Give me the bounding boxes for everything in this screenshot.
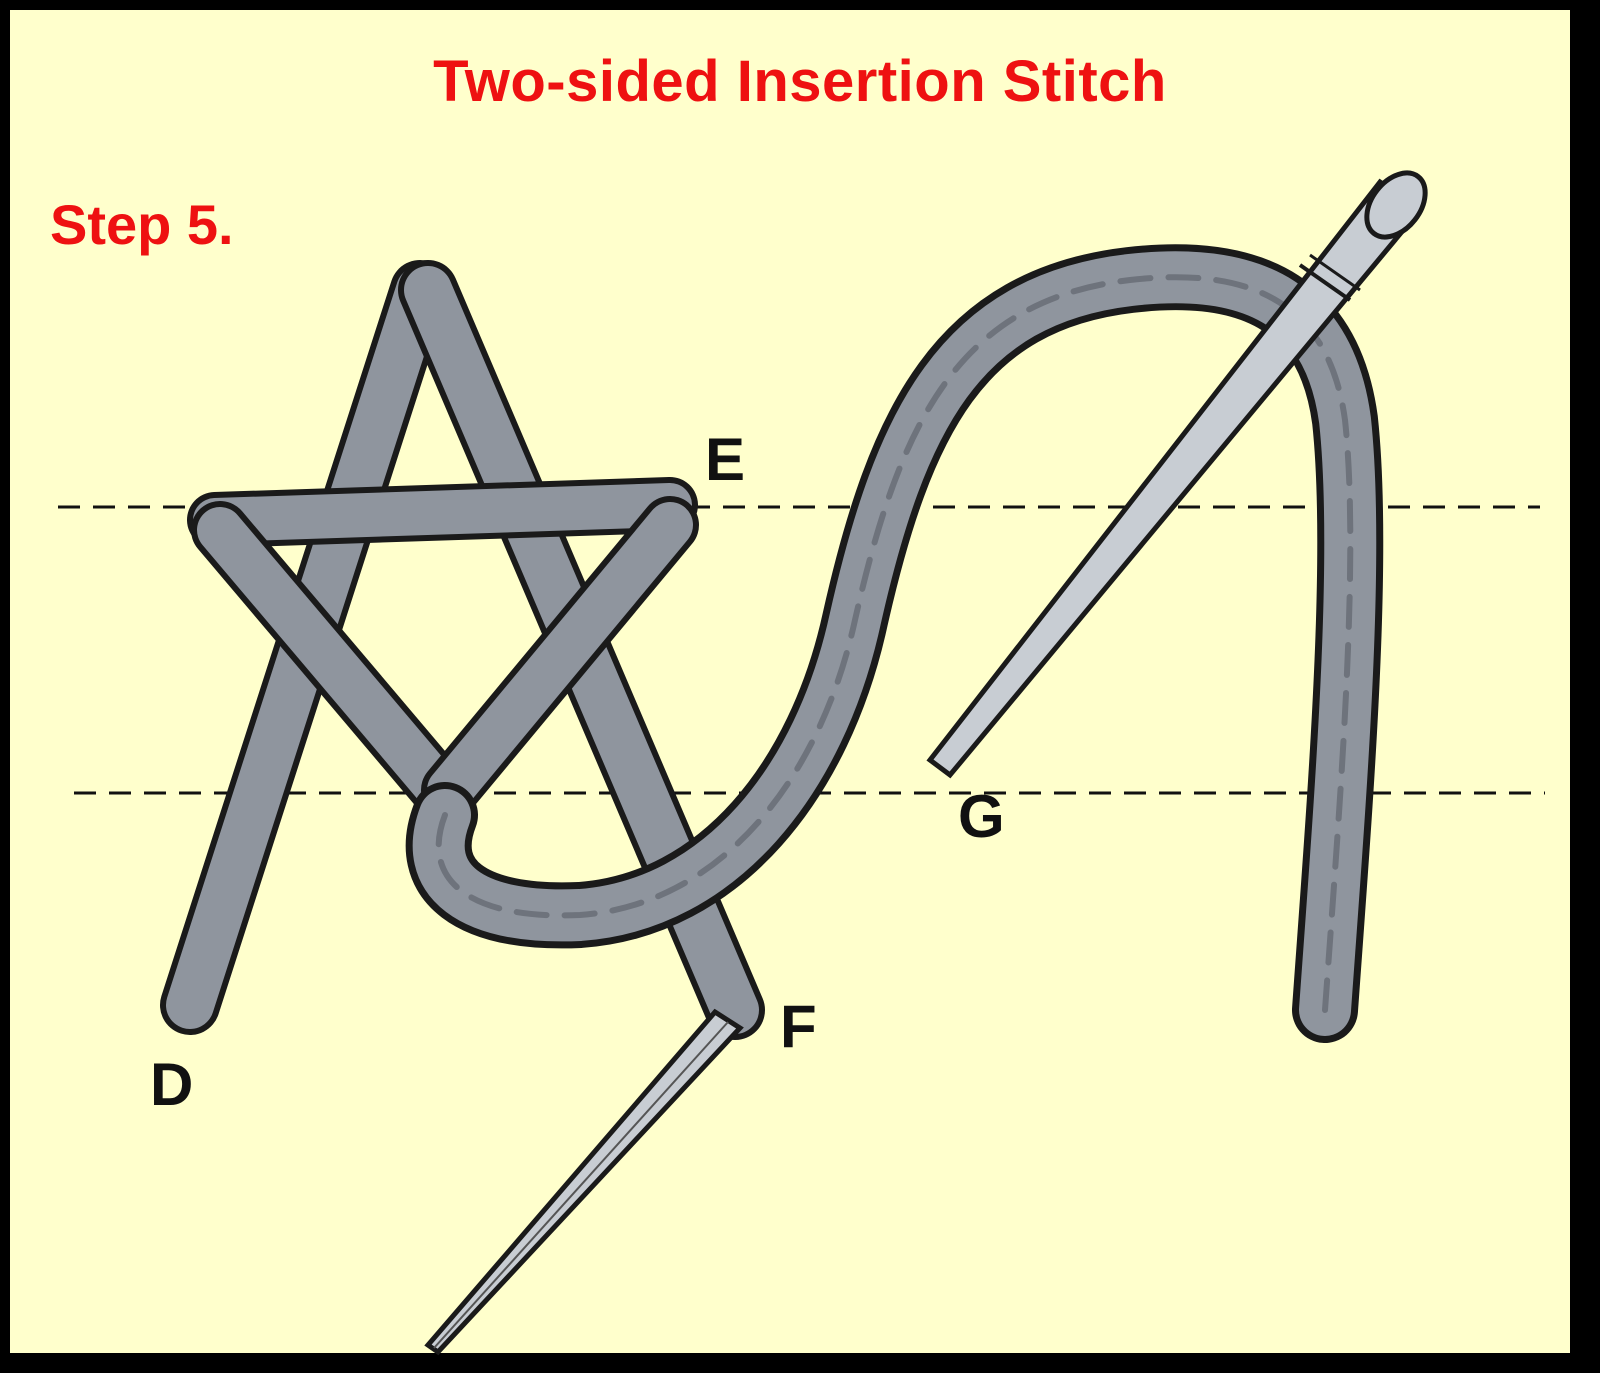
lower-needle xyxy=(424,1008,744,1356)
step-label: Step 5. xyxy=(50,193,234,256)
point-label-d: D xyxy=(150,1051,194,1118)
point-label-f: F xyxy=(780,993,817,1060)
star-stitch xyxy=(160,260,765,1040)
working-thread xyxy=(405,244,1384,1043)
point-label-g: G xyxy=(958,783,1005,850)
page-title: Two-sided Insertion Stitch xyxy=(433,49,1167,114)
upper-needle xyxy=(926,170,1428,779)
point-label-e: E xyxy=(705,426,746,493)
